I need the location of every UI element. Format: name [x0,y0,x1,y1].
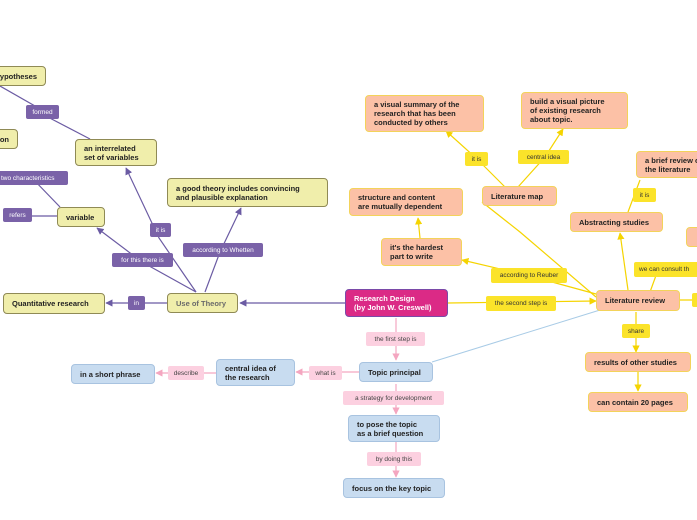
node-literature-map[interactable]: Literature map [482,186,557,206]
node-good-theory[interactable]: a good theory includes convincing and pl… [167,178,328,207]
node-pose-topic-question-label: to pose the topic as a brief question [357,419,424,438]
node-topic-principal[interactable]: Topic principal [359,362,433,382]
node-offscreen-fragment[interactable] [686,227,697,247]
node-use-of-theory[interactable]: Use of Theory [167,293,238,313]
node-hardest-part[interactable]: it's the hardest part to write [381,238,462,266]
link-two-characteristics[interactable]: two characteristics [0,171,68,185]
link-first-step[interactable]: the first step is [366,332,425,346]
node-visual-summary-label: a visual summary of the research that ha… [374,100,460,127]
topic-review-relation [431,309,601,363]
link-it-is-theory[interactable]: it is [150,223,171,237]
node-brief-review-label: a brief review of the literature [645,155,697,174]
node-central-idea-research[interactable]: central idea of the research [216,359,295,386]
node-results-other-studies[interactable]: results of other studies [585,352,691,372]
link-according-whetten[interactable]: according to Whetten [183,243,263,257]
node-visual-summary[interactable]: a visual summary of the research that ha… [365,95,484,132]
link-it-is-review[interactable]: it is [633,188,656,202]
link-strategy-development[interactable]: a strategy for development [343,391,444,405]
node-interrelated-variables[interactable]: an interrelated set of variables [75,139,157,166]
node-pose-topic-question[interactable]: to pose the topic as a brief question [348,415,440,442]
node-focus-key-topic[interactable]: focus on the key topic [343,478,445,498]
link-for-this-there-is[interactable]: for this there is [112,253,173,267]
node-interrelated-variables-label: an interrelated set of variables [84,143,139,162]
link-share[interactable]: share [622,324,650,338]
link-consult[interactable]: we can consult th [634,262,697,277]
link-refers[interactable]: refers [3,208,32,222]
link-central-idea[interactable]: central idea [518,150,569,164]
node-build-visual-picture-label: build a visual picture of existing resea… [530,97,605,124]
node-variable[interactable]: variable [57,207,105,227]
node-structure-content-label: structure and content are mutually depen… [358,193,443,211]
node-literature-review[interactable]: Literature review [596,290,680,311]
node-quantitative-research[interactable]: Quantitative research [3,293,105,314]
node-brief-review[interactable]: a brief review of the literature [636,151,697,178]
node-research-design[interactable]: Research Design (by John W. Creswell) [345,289,448,317]
link-formed[interactable]: formed [26,105,59,119]
node-good-theory-label: a good theory includes convincing and pl… [176,183,300,202]
node-build-visual-picture[interactable]: build a visual picture of existing resea… [521,92,628,129]
link-according-reuber[interactable]: according to Reuber [491,268,567,283]
node-research-design-label: Research Design (by John W. Creswell) [354,294,432,312]
node-abstracting-studies[interactable]: Abstracting studies [570,212,663,232]
node-hardest-part-label: it's the hardest part to write [390,243,444,261]
node-ion-fragment[interactable]: ion [0,129,18,149]
link-in[interactable]: in [128,296,145,310]
link-what-is[interactable]: what is [309,366,342,380]
link-describe[interactable]: describe [168,366,204,380]
node-hypotheses[interactable]: hypotheses [0,66,46,86]
node-can-contain-20-pages[interactable]: can contain 20 pages [588,392,688,412]
link-second-step[interactable]: the second step is [486,296,556,311]
node-structure-content[interactable]: structure and content are mutually depen… [349,188,463,216]
link-by-doing-this[interactable]: by doing this [367,452,421,466]
link-offscreen-fragment[interactable] [692,293,697,307]
node-central-idea-research-label: central idea of the research [225,363,276,382]
node-short-phrase[interactable]: in a short phrase [71,364,155,384]
link-it-is-map[interactable]: it is [465,152,488,166]
